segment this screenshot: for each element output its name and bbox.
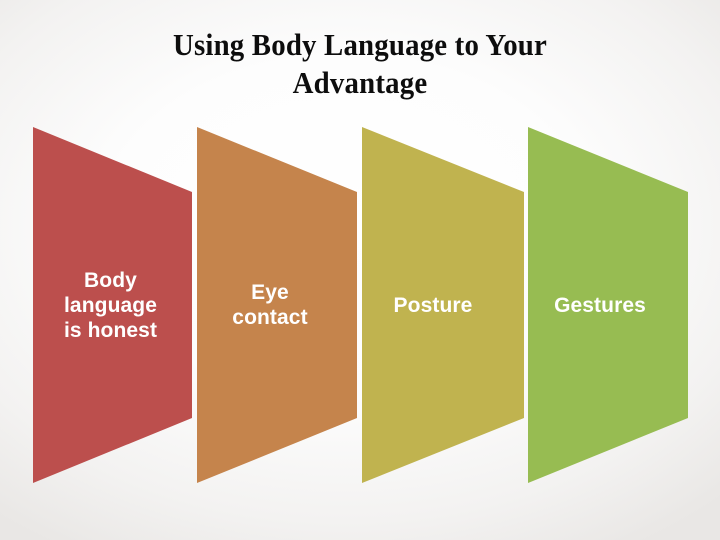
page-title: Using Body Language to Your Advantage (0, 26, 720, 102)
process-step-1[interactable]: Body language is honest (33, 127, 192, 483)
chevron-shape-icon (362, 127, 524, 483)
chevron-shape-icon (528, 127, 688, 483)
chevron-shape-icon (197, 127, 357, 483)
page-title-line-2: Advantage (292, 65, 428, 100)
page-title-line-1: Using Body Language to Your (172, 27, 548, 62)
process-step-4[interactable]: Gestures (528, 127, 688, 483)
process-step-2[interactable]: Eye contact (197, 127, 357, 483)
process-step-3[interactable]: Posture (362, 127, 524, 483)
chevron-shape-icon (33, 127, 192, 483)
